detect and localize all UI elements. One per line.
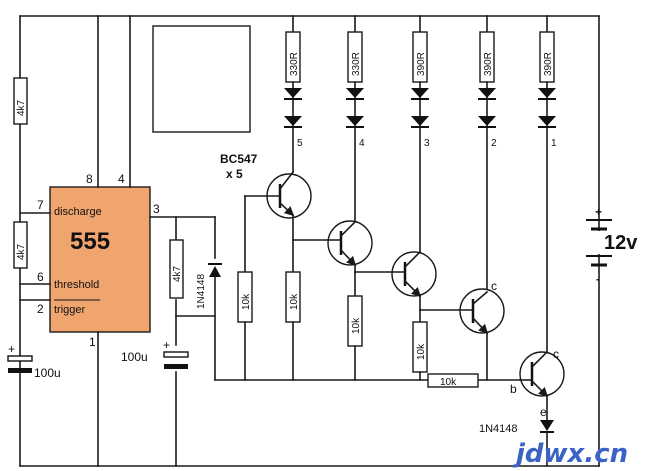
battery-minus: - bbox=[596, 272, 600, 286]
resistor-label-led2: 330R bbox=[351, 52, 362, 76]
resistor-label-led4: 390R bbox=[483, 52, 494, 76]
led-column-1: 330R 5 bbox=[284, 15, 303, 173]
capacitor-mid: + 100u bbox=[121, 338, 189, 369]
led-number-2: 4 bbox=[359, 138, 365, 149]
capacitor-left: + 100u bbox=[7, 342, 61, 380]
base-resistors: 10k 10k 10k 10k 10k bbox=[237, 195, 479, 388]
led-column-4: 390R 2 bbox=[478, 15, 497, 293]
transistor-1 bbox=[244, 170, 312, 241]
transistor-count-label: x 5 bbox=[226, 167, 243, 181]
resistor-label-base2: 10k bbox=[289, 293, 300, 310]
ic-body bbox=[49, 186, 151, 333]
ic-555: 555 discharge threshold trigger bbox=[49, 186, 151, 333]
resistor-r-cap bbox=[169, 239, 184, 299]
led-number-3: 3 bbox=[424, 138, 430, 149]
diode-lower-label: 1N4148 bbox=[479, 423, 518, 435]
diode-upper-label: 1N4148 bbox=[196, 274, 207, 309]
pin-label-threshold: threshold bbox=[54, 279, 99, 291]
resistor-label-led1: 330R bbox=[289, 52, 300, 76]
battery-voltage-label: 12v bbox=[604, 232, 638, 254]
left-resistors: 4k7 4k7 4k7 bbox=[13, 77, 184, 299]
transistor-5-e-label: e bbox=[540, 405, 547, 419]
pin-numbers: 8 4 7 3 6 2 1 bbox=[37, 172, 160, 349]
led-number-4: 2 bbox=[491, 138, 497, 149]
transistor-5-b-label: b bbox=[510, 382, 517, 396]
pin-1: 1 bbox=[89, 335, 96, 349]
transistor-3 bbox=[354, 250, 437, 311]
ic-wires bbox=[19, 15, 521, 467]
pin-8: 8 bbox=[86, 172, 93, 186]
led-column-5: 390R 1 bbox=[538, 15, 557, 353]
led-column-2: 330R 4 bbox=[346, 15, 365, 223]
pin-2: 2 bbox=[37, 302, 44, 316]
transistor-4-c-label: c bbox=[491, 279, 497, 293]
led-number-5: 1 bbox=[551, 138, 557, 149]
pin-6: 6 bbox=[37, 270, 44, 284]
resistor-label-led5: 390R bbox=[543, 52, 554, 76]
transistor-type-label: BC547 bbox=[220, 152, 258, 166]
transistor-5: c b e bbox=[510, 347, 565, 421]
battery: + - 12v bbox=[586, 205, 638, 286]
blank-placeholder-box bbox=[152, 25, 251, 133]
resistor-r-mid-left bbox=[13, 221, 28, 269]
resistor-label-led3: 390R bbox=[416, 52, 427, 76]
cap-mid-plus: + bbox=[163, 338, 170, 352]
resistor-label-base4: 10k bbox=[416, 343, 427, 360]
transistor-4: c bbox=[419, 279, 505, 381]
resistor-label-top-left: 4k7 bbox=[16, 99, 27, 116]
led-number-1: 5 bbox=[297, 138, 303, 149]
pin-3: 3 bbox=[153, 202, 160, 216]
resistor-label-mid-left: 4k7 bbox=[16, 243, 27, 260]
pin-4: 4 bbox=[118, 172, 125, 186]
cap-mid-label: 100u bbox=[121, 350, 148, 364]
resistor-label-base3: 10k bbox=[351, 317, 362, 334]
diode-upper: 1N4148 bbox=[196, 263, 222, 309]
ic-name: 555 bbox=[70, 228, 110, 255]
pin-7: 7 bbox=[37, 198, 44, 212]
resistor-label-bottom: 10k bbox=[440, 377, 457, 388]
transistor-2 bbox=[292, 220, 373, 273]
resistor-label-base1: 10k bbox=[241, 293, 252, 310]
transistor-5-c-label: c bbox=[553, 347, 559, 361]
pin-label-trigger: trigger bbox=[54, 304, 86, 316]
cap-left-plus: + bbox=[8, 342, 15, 356]
watermark-text: jdwx.cn bbox=[512, 439, 628, 469]
pin-label-discharge: discharge bbox=[54, 206, 102, 218]
cap-left-label: 100u bbox=[34, 366, 61, 380]
diode-lower: 1N4148 bbox=[479, 420, 554, 467]
led-column-3: 390R 3 bbox=[411, 15, 430, 253]
battery-plus: + bbox=[595, 205, 602, 219]
resistor-r-top-left bbox=[13, 77, 28, 125]
resistor-label-cap: 4k7 bbox=[172, 265, 183, 282]
